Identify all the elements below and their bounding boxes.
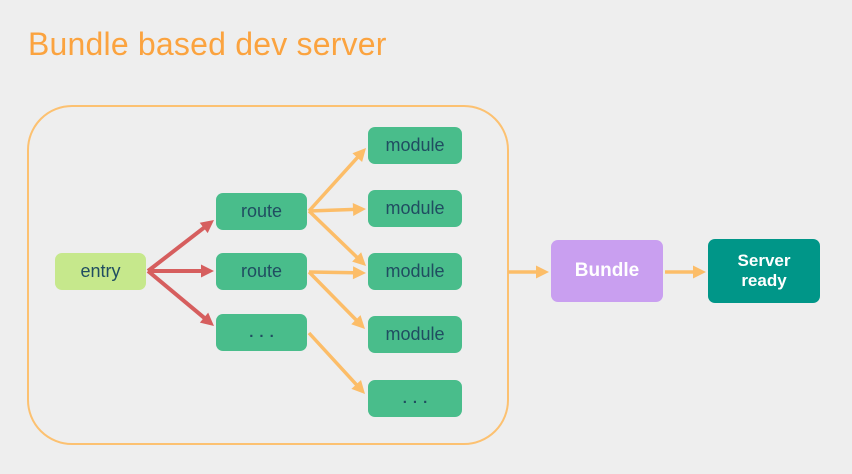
entry-node: entry xyxy=(55,253,146,290)
dev-server-boundary-box xyxy=(27,105,509,445)
module-node-1: module xyxy=(368,127,462,164)
module-node-3: module xyxy=(368,253,462,290)
route-node-2: route xyxy=(216,253,307,290)
module-node-2: module xyxy=(368,190,462,227)
route-node-1: route xyxy=(216,193,307,230)
bundle-node: Bundle xyxy=(551,240,663,302)
module-node-more: ... xyxy=(368,380,462,417)
page-title: Bundle based dev server xyxy=(28,26,387,62)
module-node-4: module xyxy=(368,316,462,353)
boundary-to-bundle-arrowhead xyxy=(536,265,549,279)
route-node-more: ... xyxy=(216,314,307,351)
bundle-to-server-ready-arrowhead xyxy=(693,265,706,279)
server-ready-node: Server ready xyxy=(708,239,820,303)
